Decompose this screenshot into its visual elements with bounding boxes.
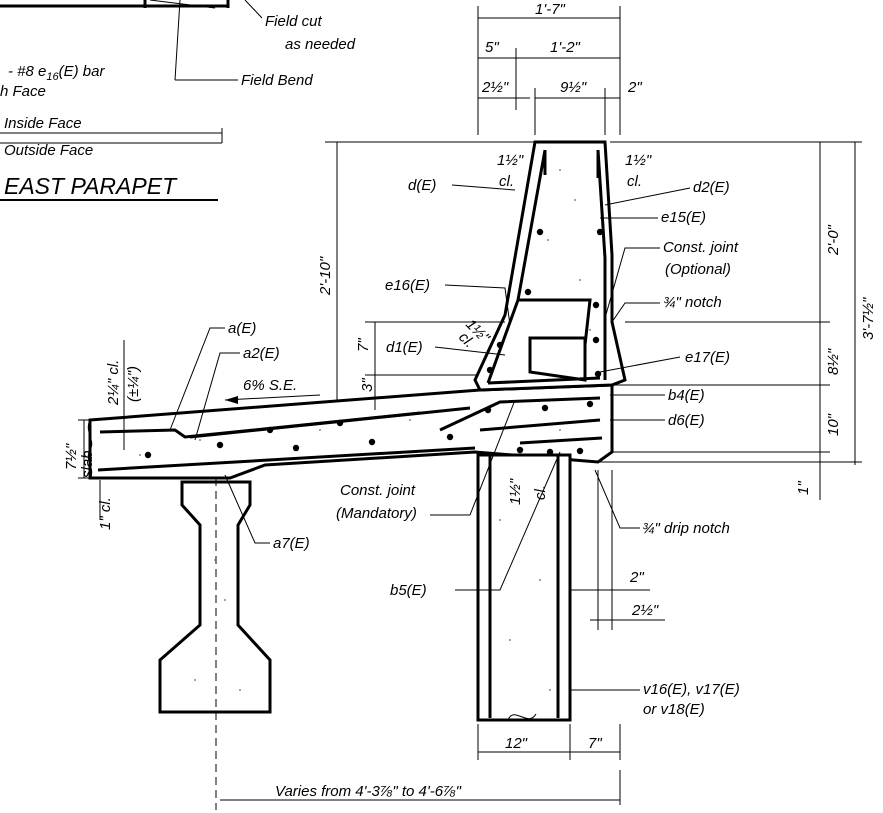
clearance-right-cl: cl. — [627, 173, 642, 190]
dim-2ft: 2'-0" — [825, 224, 842, 256]
bar-v: v16(E), v17(E) — [643, 681, 740, 698]
dim-1ft2in: 1'-2" — [550, 39, 581, 56]
bar-v-or: or v18(E) — [643, 701, 705, 718]
dim-varies: Varies from 4'-3⅞" to 4'-6⅞" — [275, 783, 462, 800]
bar-d6: d6(E) — [668, 412, 705, 429]
dim-parapet-height: 2'-10" — [317, 256, 334, 296]
bar-d: d(E) — [408, 177, 436, 194]
slab-label: slab — [79, 450, 96, 478]
field-cut-label: Field cut — [265, 13, 323, 30]
dim-2in-bottom: 2" — [629, 569, 644, 586]
bar-note: - #8 e16(E) bar — [8, 63, 105, 83]
bar-a: a(E) — [228, 320, 256, 337]
drip-notch-note: ¾" drip notch — [642, 520, 730, 537]
notch-note: ¾" notch — [663, 294, 722, 311]
bar-e16: e16(E) — [385, 277, 430, 294]
top-left-partial-detail — [0, 0, 263, 201]
girder-section — [158, 480, 272, 714]
leader-lines — [169, 184, 691, 691]
drawing-title: EAST PARAPET — [4, 173, 178, 199]
const-joint-optional: Const. joint — [663, 239, 739, 256]
field-bend-label: Field Bend — [241, 72, 313, 89]
clearance-left: 1½" — [497, 152, 524, 169]
clearance-vert-cl: cl. — [532, 485, 549, 500]
bottom-cover: 1" cl. — [97, 497, 114, 530]
const-joint-mandatory-2: (Mandatory) — [336, 505, 417, 522]
bar-a7: a7(E) — [273, 535, 310, 552]
cover-2-25in: 2¼" cl. — [105, 360, 122, 406]
clearance-vert: 1½" — [507, 478, 524, 505]
dim-2-5in: 2½" — [481, 79, 509, 96]
bar-d2: d2(E) — [693, 179, 730, 196]
inside-face-label: Inside Face — [4, 115, 82, 132]
const-joint-mandatory: Const. joint — [340, 482, 416, 499]
dim-1in: 1" — [795, 481, 812, 495]
dim-7in-bottom: 7" — [588, 735, 602, 752]
dim-8-5in: 8½" — [825, 348, 842, 375]
dim-2in: 2" — [627, 79, 642, 96]
bar-e15: e15(E) — [661, 209, 706, 226]
dim-10in: 10" — [825, 413, 842, 436]
dim-7in-left: 7" — [355, 338, 372, 352]
dim-overall-width: 1'-7" — [535, 1, 566, 18]
field-cut-label-2: as needed — [285, 36, 356, 53]
cover-tolerance: (±¼") — [125, 366, 142, 402]
bar-b5: b5(E) — [390, 582, 427, 599]
clearance-right: 1½" — [625, 152, 652, 169]
clearance-left-cl: cl. — [499, 173, 514, 190]
wall-section — [476, 453, 572, 722]
dim-slab-thickness: 7½" — [63, 443, 80, 470]
outside-face-label: Outside Face — [4, 142, 93, 159]
bar-d1: d1(E) — [386, 339, 423, 356]
dim-3ft7in: 3'-7½" — [860, 297, 877, 340]
reinforcement — [97, 149, 607, 718]
slope-label: 6% S.E. — [243, 377, 297, 394]
dim-9-5in: 9½" — [560, 79, 587, 96]
bar-b4: b4(E) — [668, 387, 705, 404]
bar-a2: a2(E) — [243, 345, 280, 362]
dim-5in: 5" — [485, 39, 499, 56]
dimension-lines — [78, 6, 862, 805]
dim-12in: 12" — [505, 735, 528, 752]
each-face-label: h Face — [0, 83, 46, 100]
bar-e17: e17(E) — [685, 349, 730, 366]
dim-3in-left: 3" — [359, 378, 376, 392]
const-joint-optional-2: (Optional) — [665, 261, 731, 278]
dim-2-5in-bottom: 2½" — [631, 602, 659, 619]
